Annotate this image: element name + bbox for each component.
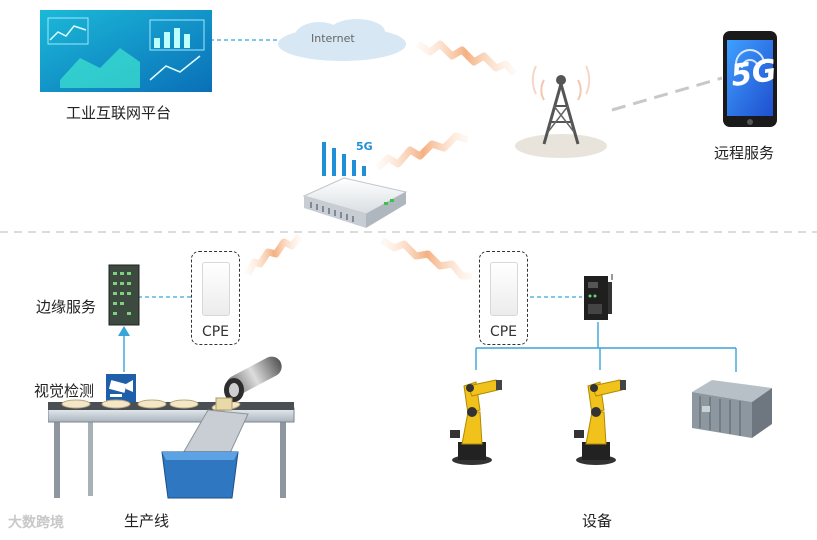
cpe-left-label: CPE bbox=[201, 324, 230, 340]
cloud-icon bbox=[278, 19, 406, 61]
cpe-right-device-icon bbox=[490, 262, 518, 316]
plc-controller-icon bbox=[692, 380, 772, 438]
robot-arm-2-icon bbox=[574, 379, 626, 465]
cpe-right-box: CPE bbox=[479, 251, 528, 345]
wave-router-right-cpe bbox=[380, 237, 472, 280]
5g-router-icon bbox=[302, 177, 408, 228]
tower-phone-link bbox=[611, 76, 723, 112]
edge-server-icon bbox=[108, 264, 140, 326]
router-5g-text: 5G bbox=[356, 140, 373, 153]
cpe-left-box: CPE bbox=[191, 251, 240, 345]
collection-bin-icon bbox=[161, 451, 239, 499]
platform-label: 工业互联网平台 bbox=[66, 104, 172, 122]
robot-arm-1-icon bbox=[450, 379, 502, 465]
vision-edge-arrow bbox=[118, 326, 130, 336]
phone-5g-text: 5G bbox=[728, 53, 779, 94]
cpe-right-label: CPE bbox=[489, 324, 518, 340]
cpe-left-device-icon bbox=[202, 262, 230, 316]
conveyor-line-icon bbox=[48, 356, 295, 498]
watermark-text: 大数跨境 bbox=[8, 515, 64, 531]
production-line-label: 生产线 bbox=[124, 512, 170, 530]
platform-dashboard-icon bbox=[40, 10, 212, 92]
cell-tower-icon bbox=[515, 65, 607, 158]
internet-label: Internet bbox=[311, 32, 355, 45]
smartphone-icon bbox=[723, 31, 777, 127]
equipment-label: 设备 bbox=[582, 512, 613, 530]
signal-bars-icon bbox=[322, 142, 366, 176]
camera-icon bbox=[106, 374, 136, 404]
vision-inspection-label: 视觉检测 bbox=[34, 382, 95, 400]
remote-service-label: 远程服务 bbox=[714, 144, 775, 162]
edge-service-label: 边缘服务 bbox=[36, 298, 97, 316]
wave-router-left-cpe bbox=[244, 233, 303, 276]
industrial-gateway-icon bbox=[584, 274, 613, 320]
wave-router-tower bbox=[375, 132, 470, 171]
wave-internet-tower bbox=[416, 40, 517, 77]
